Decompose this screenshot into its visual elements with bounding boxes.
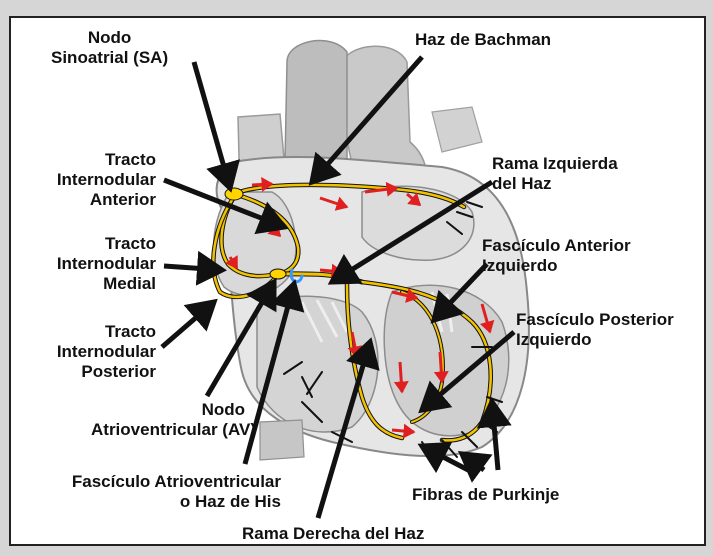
- label-bachman: Haz de Bachman: [415, 30, 551, 50]
- pulmonary-vein-shape: [432, 107, 482, 152]
- diagram-panel: Nodo Sinoatrial (SA) Haz de Bachman Trac…: [9, 16, 706, 546]
- label-left-anterior-fascicle: Fascículo Anterior Izquierdo: [482, 236, 631, 276]
- label-left-branch: Rama Izquierda del Haz: [492, 154, 618, 194]
- impulse-arrow-12: [392, 430, 414, 432]
- label-av-node: Nodo Atrioventricular (AV): [91, 400, 245, 440]
- label-anterior-tract: Tracto Internodular Anterior: [44, 150, 156, 210]
- inferior-vena-cava-shape: [260, 420, 304, 460]
- sa-node-marker: [225, 188, 243, 200]
- impulse-arrow-10: [400, 362, 402, 392]
- label-left-posterior-fascicle: Fascículo Posterior Izquierdo: [516, 310, 674, 350]
- impulse-arrow-1: [252, 184, 272, 185]
- label-posterior-tract: Tracto Internodular Posterior: [44, 322, 156, 382]
- label-medial-tract: Tracto Internodular Medial: [44, 234, 156, 294]
- label-sa-node: Nodo Sinoatrial (SA): [51, 28, 168, 68]
- impulse-arrow-13: [440, 352, 442, 382]
- av-node-marker: [270, 269, 286, 279]
- pointer-sa-node: [194, 62, 230, 188]
- impulse-arrow-7: [320, 270, 342, 272]
- right-ventricle-shape: [257, 296, 378, 432]
- pointer-posterior-tract: [162, 302, 214, 347]
- label-his-bundle: Fascículo Atrioventricular o Haz de His: [27, 472, 281, 512]
- label-right-branch: Rama Derecha del Haz: [242, 524, 424, 544]
- label-purkinje: Fibras de Purkinje: [412, 485, 559, 505]
- left-atrium-shape: [362, 186, 474, 260]
